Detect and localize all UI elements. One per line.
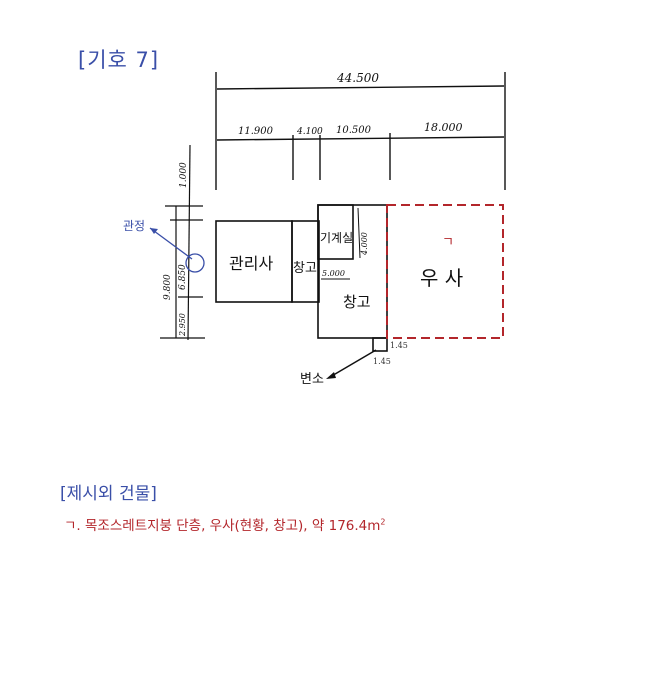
machine-width-dimension: 5.000 — [322, 269, 345, 278]
toilet-depth: 1.45 — [373, 357, 391, 366]
toilet-width: 1.45 — [390, 341, 408, 350]
machine-room-label: 기계실 — [320, 231, 353, 245]
symbol-title: [기호 7] — [78, 48, 160, 72]
viewpoint-label: 관정 — [123, 219, 145, 233]
barn-outline — [386, 204, 504, 339]
toilet — [372, 337, 388, 352]
dimension-2: 4.100 — [296, 127, 323, 137]
item-marker: ㄱ. — [64, 518, 81, 534]
office-label: 관리사 — [229, 254, 273, 273]
item-text: 목조스레트지붕 단층, 우사(현황, 창고), 약 176.4m — [85, 518, 381, 534]
section-title: [제시외 건물] — [60, 484, 157, 504]
left-dimension-middle: 6.850 — [178, 264, 188, 290]
machine-height-dimension: 4.000 — [360, 232, 369, 256]
large-storage-label: 창고 — [343, 293, 371, 311]
toilet-label: 변소 — [300, 372, 324, 387]
machine-room — [317, 204, 354, 260]
left-dimension-total: 9.800 — [163, 274, 173, 300]
site-plan-diagram: 44.500 11.900 4.100 10.500 18.000 1.000 … — [123, 71, 506, 387]
barn-marker: ㄱ — [442, 235, 454, 250]
overall-dimension-line — [215, 72, 506, 190]
dimension-4: 18.000 — [424, 121, 463, 134]
viewpoint-circle — [185, 253, 205, 273]
dimension-1: 11.900 — [238, 126, 274, 137]
barn-label: 우 사 — [420, 266, 463, 290]
building-description: ㄱ. 목조스레트지붕 단층, 우사(현황, 창고), 약 176.4m2 — [64, 514, 386, 535]
overall-dimension: 44.500 — [336, 71, 379, 85]
dimension-3: 10.500 — [336, 125, 372, 136]
small-storage — [291, 220, 320, 303]
small-storage-label: 창고 — [293, 261, 317, 276]
item-unit-superscript: 2 — [380, 517, 386, 527]
left-dimension-lines — [160, 144, 205, 341]
left-dimension-top: 1.000 — [179, 162, 189, 188]
left-dimension-bottom: 2.950 — [178, 313, 187, 337]
